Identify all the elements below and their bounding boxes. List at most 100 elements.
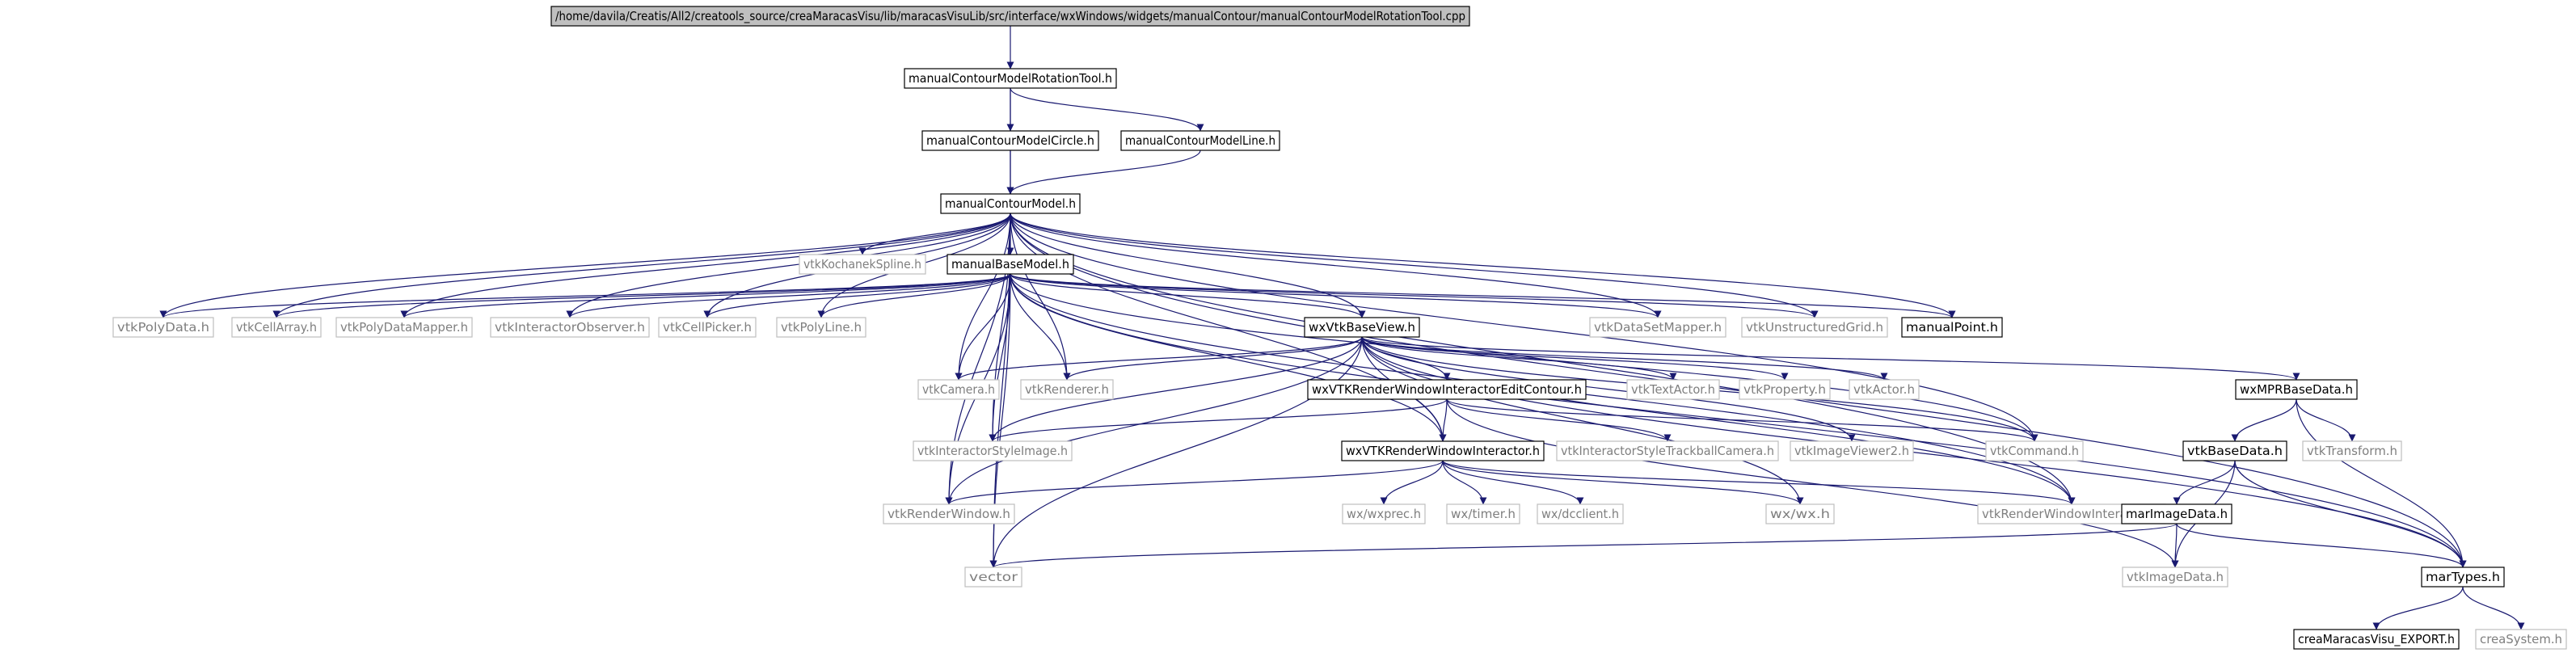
node-box (112, 317, 214, 338)
edge-manualbasemodel-h-to-vtkdatasetmapper-h (1010, 273, 1662, 318)
edge-wxvtkbaseview-h-to-vtkinteractorstyleimage-h (989, 336, 1363, 442)
node-wxvtkrenderwindowinteractor-h[interactable]: wxVTKRenderWindowInteractor.h (1341, 440, 1545, 461)
edge-manualbasemodel-h-to-vtkcommand-h (1010, 273, 2038, 442)
node-box (1537, 503, 1624, 524)
node-vtkrenderwindow-h: vtkRenderWindow.h (883, 503, 1015, 524)
edge-manualbasemodel-h-to-vtkinteractorstyleimage-h (989, 273, 1011, 442)
node-creamaracasvisu-export-h[interactable]: creaMaracasVisu_EXPORT.h (2293, 629, 2460, 650)
node-box (2122, 566, 2228, 588)
edge-wxmprbasedata-h-to-vtkbasedata-h (2231, 398, 2297, 442)
node-box (1020, 379, 1114, 400)
edge-wxvtkbaseview-h-to-vtktextactor-h (1361, 336, 1677, 381)
edge-wxvtkrenderwindowinteractor-h-to-wx-wxprec-h (1380, 460, 1444, 505)
root-file-node[interactable]: /home/davila/Creatis/All2/creatools_sour… (550, 6, 1470, 27)
edge-vtkbasedata-h-to-marimagedata-h (2173, 460, 2236, 505)
edge-wxmprbasedata-h-to-vtktransform-h (2296, 398, 2356, 442)
node-label: creaSystem.h (2480, 632, 2562, 646)
node-label: vtkInteractorStyleImage.h (917, 444, 1068, 458)
node-label: vtkCellArray.h (236, 320, 317, 335)
node-wxvtkrenderwindowinteractoreditcontour-h[interactable]: wxVTKRenderWindowInteractorEditContour.h (1307, 379, 1587, 400)
node-vtkinteractorstyleimage-h: vtkInteractorStyleImage.h (913, 440, 1073, 461)
node-box (964, 566, 1022, 588)
edge-wxvtkbaseview-h-to-vtkrenderer-h (1063, 336, 1363, 381)
node-vtkcommand-h: vtkCommand.h (1985, 440, 2084, 461)
node-box (1589, 317, 1726, 338)
node-label: vtkPolyLine.h (781, 320, 862, 335)
node-box (490, 317, 650, 338)
node-label: vtkDataSetMapper.h (1594, 320, 1722, 335)
node-manualcontourmodelcircle-h[interactable]: manualContourModelCircle.h (921, 130, 1099, 151)
node-manualbasemodel-h[interactable]: manualBaseModel.h (947, 254, 1074, 275)
node-box (2121, 503, 2232, 524)
edge-manualcontourmodelline-h-to-manualcontourmodel-h (1006, 150, 1201, 195)
node-vtkunstructuredgrid-h: vtkUnstructuredGrid.h (1741, 317, 1888, 338)
node-vector: vector (964, 566, 1022, 588)
edge-wxvtkbaseview-h-to-vtkproperty-h (1361, 336, 1789, 381)
edge-wxvtkbaseview-h-to-vtkactor-h (1361, 336, 1888, 381)
node-martypes-h[interactable]: marTypes.h (2421, 566, 2505, 588)
node-box (335, 317, 473, 338)
node-box (2293, 629, 2460, 650)
node-manualpoint-h[interactable]: manualPoint.h (1901, 317, 2003, 338)
node-box (550, 6, 1470, 27)
node-box (947, 254, 1074, 275)
edge-manualcontourmodel-h-to-vtkpolydata-h (159, 213, 1011, 318)
node-wxvtkbaseview-h[interactable]: wxVtkBaseView.h (1304, 317, 1420, 338)
node-label: manualContourModelLine.h (1125, 133, 1275, 148)
node-marimagedata-h[interactable]: marImageData.h (2121, 503, 2232, 524)
node-label: vtkTransform.h (2307, 444, 2397, 458)
edge-manualcontourmodel-h-to-vtkinteractorstyleimage-h (989, 213, 1011, 442)
edge-wxvtkrenderwindowinteractor-h-to-wx-wx-h (1442, 460, 1804, 505)
node-box (1985, 440, 2084, 461)
node-creasystem-h: creaSystem.h (2475, 629, 2567, 650)
node-manualcontourmodelrotationtool-h[interactable]: manualContourModelRotationTool.h (904, 68, 1117, 89)
node-box (1790, 440, 1914, 461)
node-label: wxVTKRenderWindowInteractorEditContour.h (1312, 382, 1582, 397)
node-vtkcellarray-h: vtkCellArray.h (231, 317, 322, 338)
edge-manualcontourmodel-h-to-vtkcamera-h (955, 213, 1011, 381)
edge-martypes-h-to-creasystem-h (2462, 586, 2525, 630)
node-box (940, 193, 1081, 214)
edge-wxvtkrenderwindowinteractoreditcontour-h-to-vtkinteractorstyletrackballcamera-h (1446, 398, 1672, 442)
node-vtkcamera-h: vtkCamera.h (917, 379, 1000, 400)
node-label: wxMPRBaseData.h (2240, 382, 2353, 397)
node-label: manualBaseModel.h (951, 257, 1069, 272)
edge-wxmprbasedata-h-to-martypes-h (2296, 398, 2467, 568)
edge-wxvtkbaseview-h-to-vtkrenderwindow-h (945, 336, 1363, 505)
node-label: vtkCommand.h (1990, 444, 2079, 458)
node-label: vtkInteractorStyleTrackballCamera.h (1561, 444, 1774, 458)
edge-manualcontourmodel-h-to-martypes-h (1010, 213, 2467, 568)
node-vtkinteractorstyletrackballcamera-h: vtkInteractorStyleTrackballCamera.h (1556, 440, 1779, 461)
node-vtkbasedata-h[interactable]: vtkBaseData.h (2182, 440, 2287, 461)
node-vtkactor-h: vtkActor.h (1849, 379, 1920, 400)
node-label: vtkCellPicker.h (663, 320, 752, 335)
node-box (776, 317, 866, 338)
node-box (231, 317, 322, 338)
node-wx-timer-h: wx/timer.h (1446, 503, 1520, 524)
node-label: vtkUnstructuredGrid.h (1746, 320, 1883, 335)
node-box (917, 379, 1000, 400)
node-vtkrenderer-h: vtkRenderer.h (1020, 379, 1114, 400)
node-manualcontourmodelline-h[interactable]: manualContourModelLine.h (1120, 130, 1280, 151)
node-vtkpolyline-h: vtkPolyLine.h (776, 317, 866, 338)
node-box (1901, 317, 2003, 338)
node-box (1626, 379, 1720, 400)
node-box (658, 317, 757, 338)
edge-manualcontourmodel-h-to-vtkrenderer-h (1010, 213, 1071, 381)
node-label: vtkBaseData.h (2187, 444, 2283, 458)
edge-manualbasemodel-h-to-wxvtkbaseview-h (1010, 273, 1366, 318)
node-box (1446, 503, 1520, 524)
node-manualcontourmodel-h[interactable]: manualContourModel.h (940, 193, 1081, 214)
node-box (1341, 440, 1545, 461)
node-box (799, 254, 926, 275)
node-label: vtkImageViewer2.h (1794, 444, 1909, 458)
edge-manualcontourmodel-h-to-vtkunstructuredgrid-h (1010, 213, 1819, 318)
node-wx-dcclient-h: wx/dcclient.h (1537, 503, 1624, 524)
edge-manualbasemodel-h-to-vtkpolydata-h (159, 273, 1011, 318)
node-wxmprbasedata-h[interactable]: wxMPRBaseData.h (2235, 379, 2358, 400)
edge-manualcontourmodel-h-to-manualpoint-h (1010, 213, 1956, 318)
node-label: vtkRenderWindow.h (887, 507, 1010, 521)
node-label: vector (969, 570, 1018, 584)
node-vtkdatasetmapper-h: vtkDataSetMapper.h (1589, 317, 1726, 338)
